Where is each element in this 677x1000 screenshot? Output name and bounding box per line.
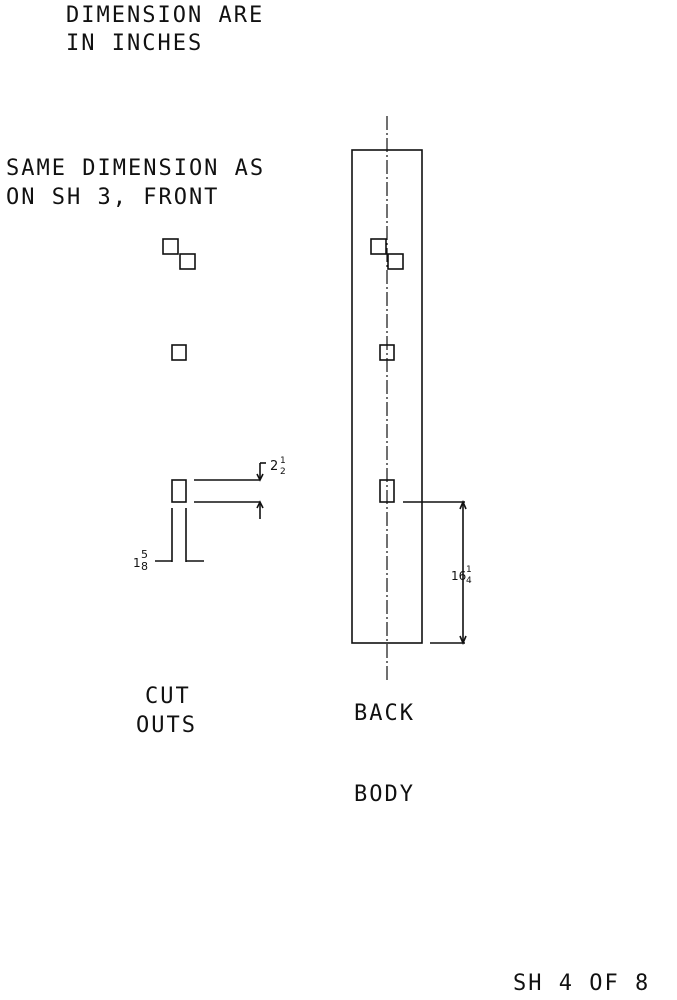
cutout-square [171,344,187,361]
arrow-icon [256,473,264,482]
cutout-square [387,253,404,270]
arrow-icon [256,500,264,509]
cutouts-label-line2: OUTS [136,713,197,738]
sheet-number: SH 4 OF 8 [513,971,651,996]
same-dimension-note-line2: ON SH 3, FRONT [6,185,220,210]
cutout-slot [171,479,187,503]
units-note-line2: IN INCHES [66,31,204,56]
dim-whole: 1 [133,556,141,570]
cutout-square [162,238,179,255]
arrow-icon [459,635,467,646]
dim-cutout-height: 2 1 2 [270,456,286,477]
dim-numerator: 1 [466,565,472,575]
cutout-square [370,238,387,255]
arrow-icon [459,499,467,510]
cutout-square [179,253,196,270]
dim-denominator: 4 [466,576,472,586]
body-label: BODY [354,782,415,807]
same-dimension-note-line1: SAME DIMENSION AS [6,156,266,181]
cutout-slot [379,479,395,503]
cutouts-label-line1: CUT [145,684,191,709]
dim-numerator: 1 [280,456,286,466]
dim-whole: 16 [451,569,466,583]
dim-offset-bottom: 16 1 4 [451,565,472,586]
back-label: BACK [354,701,415,726]
dim-denominator: 2 [280,467,286,477]
dim-numerator: 5 [141,548,148,561]
dim-cutout-width: 1 5 8 [133,548,148,573]
units-note-line1: DIMENSION ARE [66,3,265,28]
dim-whole: 2 [270,459,278,474]
dim-denominator: 8 [141,560,148,573]
cutout-square [379,344,395,361]
